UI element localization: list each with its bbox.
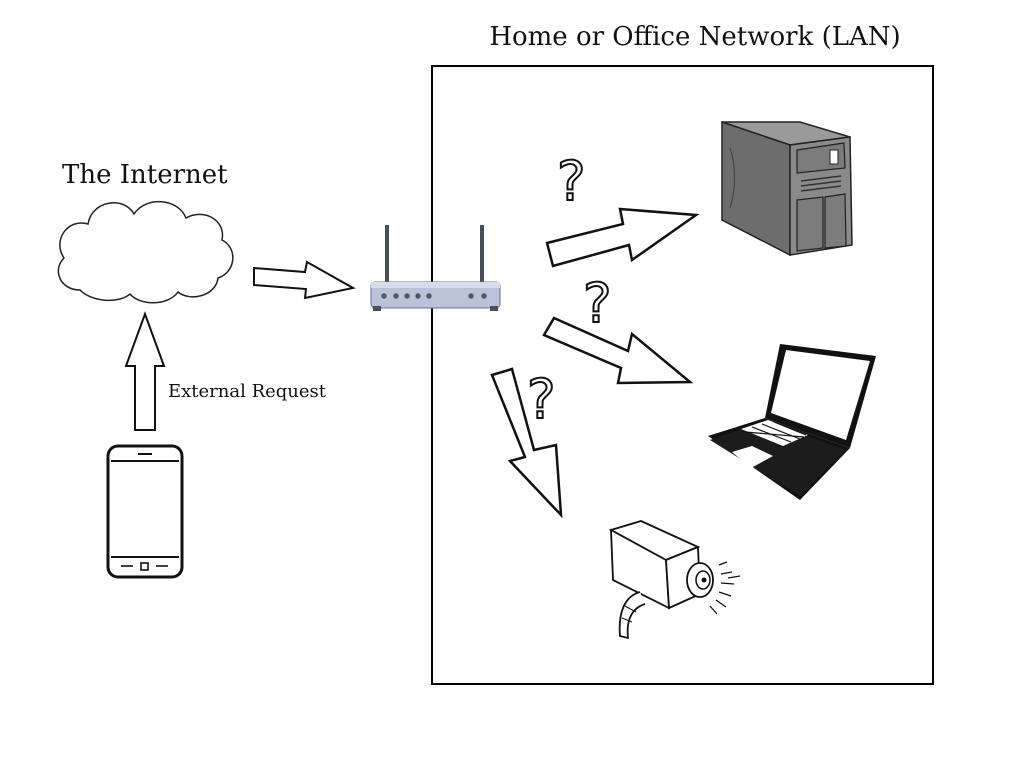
question-mark-laptop: ? <box>583 272 612 335</box>
smartphone-icon <box>106 444 184 579</box>
router-icon <box>370 225 501 311</box>
external-request-label: External Request <box>168 381 327 402</box>
lan-box <box>431 65 934 685</box>
server-tower-icon <box>721 120 853 257</box>
arrow-phone-to-internet <box>124 311 166 431</box>
question-mark-camera: ? <box>527 368 556 431</box>
laptop-icon <box>708 344 876 500</box>
arrow-router-to-server <box>545 207 700 268</box>
arrow-router-to-laptop <box>542 316 694 385</box>
arrow-internet-to-router <box>253 260 356 300</box>
internet-title: The Internet <box>62 160 228 190</box>
arrow-router-to-camera <box>490 367 563 519</box>
question-mark-server: ? <box>557 150 586 213</box>
cloud-icon <box>57 200 234 304</box>
lan-title: Home or Office Network (LAN) <box>489 22 901 52</box>
security-camera-icon <box>608 520 741 640</box>
